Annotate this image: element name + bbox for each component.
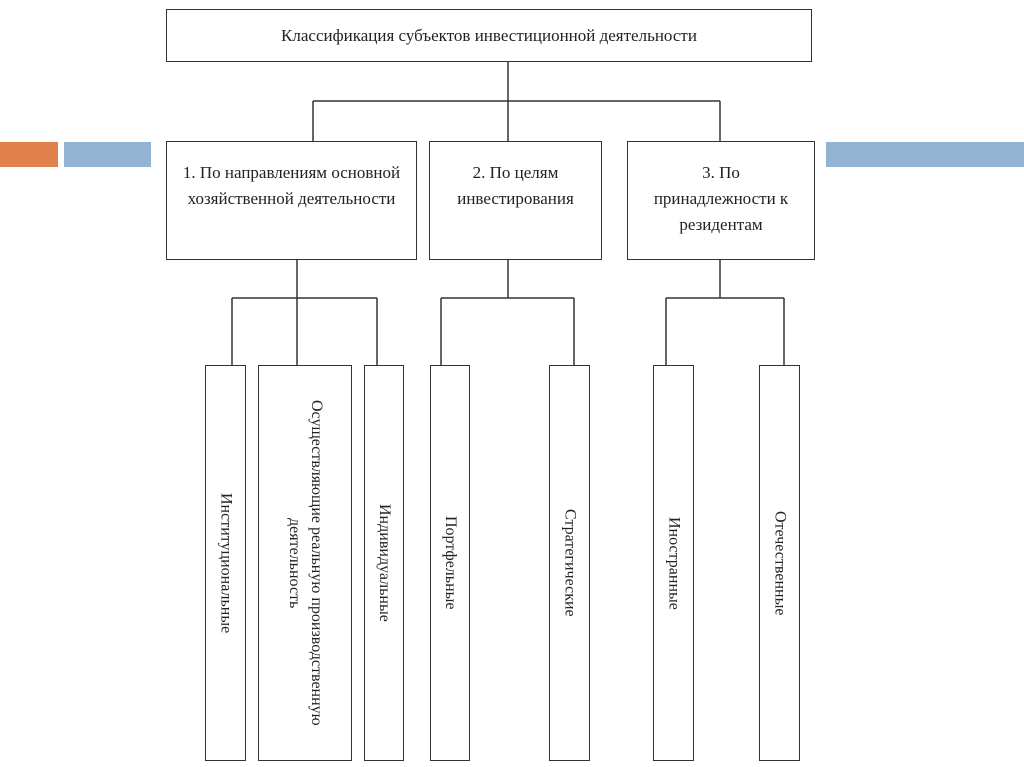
leaf-node: Стратегические [549, 365, 590, 761]
leaf-node: Индивидуальные [364, 365, 404, 761]
leaf-node: Институциональные [205, 365, 246, 761]
root-node: Классификация субъектов инвестиционной д… [166, 9, 812, 62]
leaf-label: Портфельные [442, 516, 459, 610]
category-label: 1. По направлениям основной хозяйственно… [182, 163, 401, 208]
category-node-2: 2. По целям инвестирования [429, 141, 602, 260]
leaf-node: Портфельные [430, 365, 470, 761]
leaf-label: Осуществляющие реальную производственную… [286, 400, 325, 726]
leaf-node: Осуществляющие реальную производственную… [258, 365, 352, 761]
root-label: Классификация субъектов инвестиционной д… [281, 25, 697, 45]
leaf-label: Индивидуальные [376, 504, 393, 622]
accent-bar-orange [0, 142, 58, 167]
leaf-label: Институциональные [217, 492, 235, 634]
category-label: 2. По целям инвестирования [457, 163, 574, 208]
accent-bar-blue-right [826, 142, 1024, 167]
category-label: 3. По принадлежности к резидентам [653, 163, 789, 234]
category-node-3: 3. По принадлежности к резидентам [627, 141, 815, 260]
leaf-label: Иностранные [665, 516, 683, 610]
leaf-node: Отечественные [759, 365, 800, 761]
leaf-label: Отечественные [771, 510, 789, 616]
leaf-node: Иностранные [653, 365, 694, 761]
accent-bar-blue-left [64, 142, 151, 167]
category-node-1: 1. По направлениям основной хозяйственно… [166, 141, 417, 260]
leaf-label: Стратегические [561, 509, 579, 617]
